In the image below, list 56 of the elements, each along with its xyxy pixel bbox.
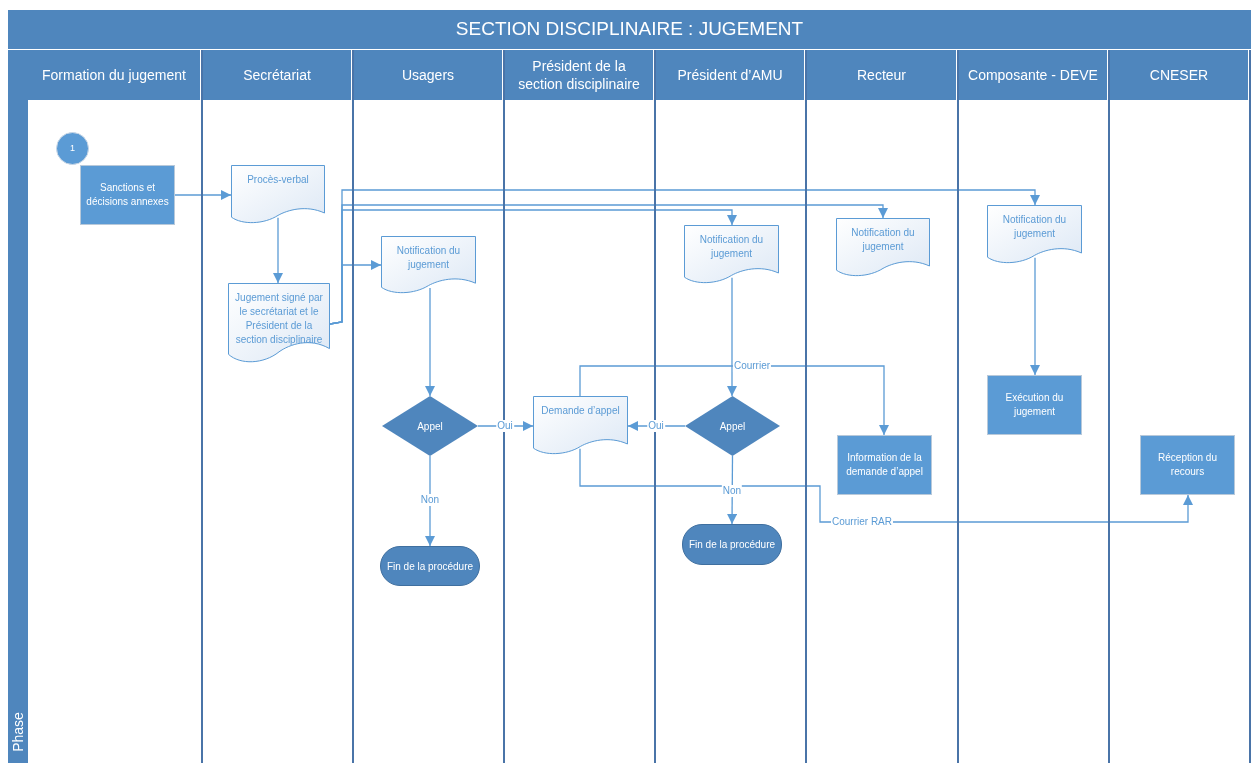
node-text: Notification du jugement [395, 244, 462, 272]
lane-header: CNESER [1110, 50, 1249, 100]
edge-label: Courrier [732, 360, 772, 372]
edge-label: Oui [647, 420, 665, 432]
arrow [1030, 257, 1040, 376]
swimlane [959, 50, 1110, 763]
arrow [273, 217, 283, 284]
title-bar: SECTION DISCIPLINAIRE : JUGEMENT [8, 10, 1251, 50]
decision-diamond [685, 396, 780, 456]
node-text: Notification du jugement [1001, 213, 1068, 241]
document-shape [381, 236, 476, 295]
swimlane [1110, 50, 1251, 763]
lane-header: Président de la section disciplinaire [505, 50, 654, 100]
lane-header: Président d’AMU [656, 50, 805, 100]
lane-header: Secrétariat [203, 50, 352, 100]
terminator-shape: Fin de la procédure [380, 546, 480, 586]
phase-label: Phase [9, 712, 27, 752]
document-shape [533, 396, 628, 456]
document-shape [231, 165, 325, 225]
arrow [727, 455, 738, 525]
arrow [627, 421, 686, 431]
lane-header: Recteur [807, 50, 957, 100]
process-box: Exécution du jugement [987, 375, 1082, 435]
node-text: Notification du jugement [698, 233, 765, 261]
arrow [425, 455, 435, 547]
lane-header: Composante - DEVE [959, 50, 1108, 100]
document-shape [987, 205, 1082, 265]
process-box: Sanctions et décisions annexes [80, 165, 175, 225]
arrow [579, 365, 889, 436]
arrow [174, 190, 232, 200]
swimlane [807, 50, 959, 763]
edge-label: Oui [496, 420, 514, 432]
node-text: Notification du jugement [850, 226, 916, 254]
lane-header: Usagers [354, 50, 503, 100]
edge-label: Non [419, 494, 441, 506]
node-text: Demande d’appel [541, 404, 620, 418]
process-box: Réception du recours [1140, 435, 1235, 495]
terminator-shape: Fin de la procédure [682, 524, 782, 565]
node-text: Jugement signé par le secrétariat et le Président de la section disciplinaire [234, 291, 324, 347]
arrow [329, 189, 1040, 325]
document-shape [228, 283, 330, 365]
node-text: Appel [417, 419, 443, 434]
node-text: Appel [719, 419, 746, 434]
swimlane [28, 50, 203, 763]
swimlane [203, 50, 354, 763]
document-shape [684, 225, 779, 285]
lane-header: Formation du jugement [28, 50, 201, 100]
decision-diamond [382, 396, 478, 456]
arrow [727, 277, 737, 397]
edge-label: Courrier RAR [831, 516, 893, 528]
process-box: Information de la demande d’appel [837, 435, 932, 495]
edge-label: Non [721, 485, 743, 497]
arrow [579, 448, 1193, 523]
node-text: Procès-verbal [247, 173, 309, 187]
arrow [425, 287, 435, 397]
document-shape [836, 218, 930, 278]
